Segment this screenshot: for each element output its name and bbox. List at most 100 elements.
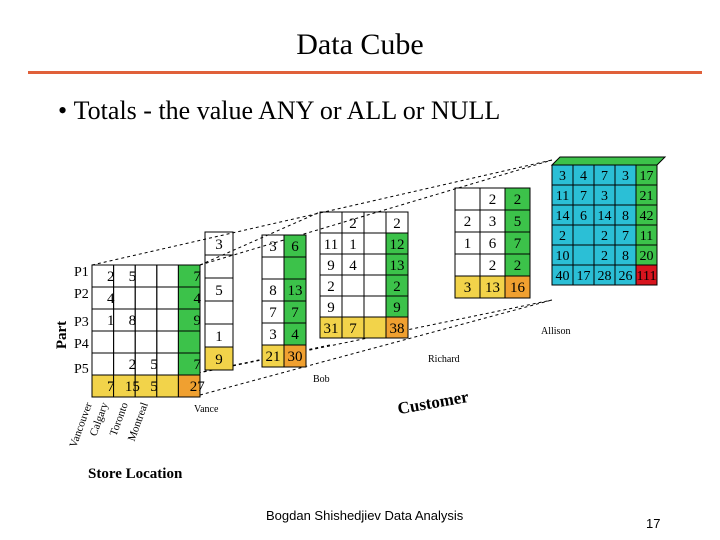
- bob-total: 31: [324, 321, 339, 337]
- bob-value: 2: [393, 279, 401, 295]
- customer-axis-label: Customer: [396, 387, 470, 418]
- back-slice-cell: [572, 224, 595, 246]
- title-underline: [28, 71, 702, 74]
- bullet-text: • Totals - the value ANY or ALL or NULL: [58, 96, 500, 126]
- bob-cell: [385, 316, 409, 339]
- layer2-cell: [283, 344, 307, 368]
- front-slice-value: 5: [129, 269, 137, 285]
- front-slice-value: 7: [193, 357, 201, 373]
- richard-total: 3: [464, 280, 472, 296]
- richard-value: 2: [464, 214, 472, 230]
- richard-value: 2: [489, 258, 497, 274]
- layer1-value: 5: [215, 283, 223, 299]
- back-slice-cell: [572, 244, 595, 266]
- bob-cell: [341, 274, 365, 297]
- back-slice-value: 21: [640, 189, 654, 204]
- front-slice-cell: [156, 374, 179, 398]
- customer-label: Allison: [541, 326, 570, 337]
- front-slice-value: 2: [107, 269, 115, 285]
- back-slice-value: 8: [622, 209, 629, 224]
- front-slice-cell: [134, 308, 158, 332]
- layer2-total: 30: [288, 349, 303, 365]
- layer2-value: 7: [291, 305, 299, 321]
- customer-label: Bob: [313, 374, 330, 385]
- bob-cell: [363, 274, 387, 297]
- bob-cell: [363, 232, 387, 255]
- bullet-label: Totals - the value ANY or ALL or NULL: [73, 96, 501, 125]
- slide-title: Data Cube: [296, 28, 424, 61]
- richard-value: 2: [514, 192, 522, 208]
- front-slice-cell: [91, 352, 115, 376]
- front-slice-cell: [177, 374, 201, 398]
- bob-cell: [319, 211, 343, 234]
- layer1-cell: [204, 300, 234, 325]
- back-slice-top: [550, 156, 667, 166]
- layer2-value: 8: [269, 283, 277, 299]
- bullet-dot: •: [58, 96, 74, 125]
- back-slice-value: 2: [559, 229, 566, 244]
- layer2-total: 21: [266, 349, 281, 365]
- layer1-cell: [204, 254, 234, 279]
- front-slice-total: 7: [107, 379, 115, 395]
- front-slice-cell: [156, 352, 179, 376]
- back-slice-value: 2: [601, 229, 608, 244]
- richard-cell: [454, 253, 481, 277]
- back-slice-value: 4: [580, 169, 587, 184]
- bob-cell: [363, 295, 387, 318]
- front-slice-cell: [91, 330, 115, 354]
- front-slice-value: 7: [193, 269, 201, 285]
- front-slice-cell: [156, 330, 179, 354]
- back-slice-value: 7: [622, 229, 629, 244]
- front-slice-cell: [134, 330, 158, 354]
- cube-structure: [91, 156, 667, 398]
- back-slice-value: 7: [580, 189, 587, 204]
- richard-value: 1: [464, 236, 472, 252]
- customer-label: Richard: [428, 354, 460, 365]
- back-slice-total: 28: [598, 269, 612, 284]
- bob-value: 1: [349, 237, 357, 253]
- bob-value: 11: [324, 237, 338, 253]
- layer2-value: 3: [269, 239, 277, 255]
- layer2-value: 4: [291, 327, 299, 343]
- front-slice-value: 5: [150, 357, 158, 373]
- front-slice-total: 5: [150, 379, 158, 395]
- layer1-cell: [204, 346, 234, 371]
- back-slice-value: 42: [640, 209, 654, 224]
- richard-total: 13: [485, 280, 500, 296]
- front-slice-cell: [134, 286, 158, 310]
- part-label: P1: [74, 265, 89, 280]
- back-slice-value: 8: [622, 249, 629, 264]
- back-slice-value: 6: [580, 209, 587, 224]
- bob-total: 38: [390, 321, 405, 337]
- richard-value: 2: [489, 192, 497, 208]
- back-slice-value: 7: [601, 169, 608, 184]
- back-slice-value: 3: [622, 169, 629, 184]
- back-slice-total: 17: [577, 269, 591, 284]
- layer2-value: 7: [269, 305, 277, 321]
- layer1-value: 9: [215, 352, 223, 368]
- front-slice-value: 4: [193, 291, 201, 307]
- front-slice-cell: [156, 264, 179, 288]
- front-slice-value: 9: [193, 313, 201, 329]
- richard-value: 2: [514, 258, 522, 274]
- richard-total: 16: [510, 280, 526, 296]
- back-slice-value: 11: [640, 229, 653, 244]
- back-slice-value: 3: [601, 189, 608, 204]
- richard-value: 5: [514, 214, 522, 230]
- part-label: P2: [74, 287, 89, 302]
- richard-value: 6: [489, 236, 497, 252]
- front-slice-cell: [156, 286, 179, 310]
- back-slice-value: 20: [640, 249, 654, 264]
- layer1-value: 3: [215, 237, 223, 253]
- front-slice-cell: [113, 286, 136, 310]
- back-slice-value: 2: [601, 249, 608, 264]
- front-slice-value: 2: [129, 357, 137, 373]
- store-axis-label: Store Location: [88, 466, 183, 482]
- layer2-value: 6: [291, 239, 299, 255]
- bob-value: 2: [393, 216, 401, 232]
- bob-value: 13: [390, 258, 405, 274]
- front-slice-value: 4: [107, 291, 115, 307]
- front-slice-total: 27: [190, 379, 206, 395]
